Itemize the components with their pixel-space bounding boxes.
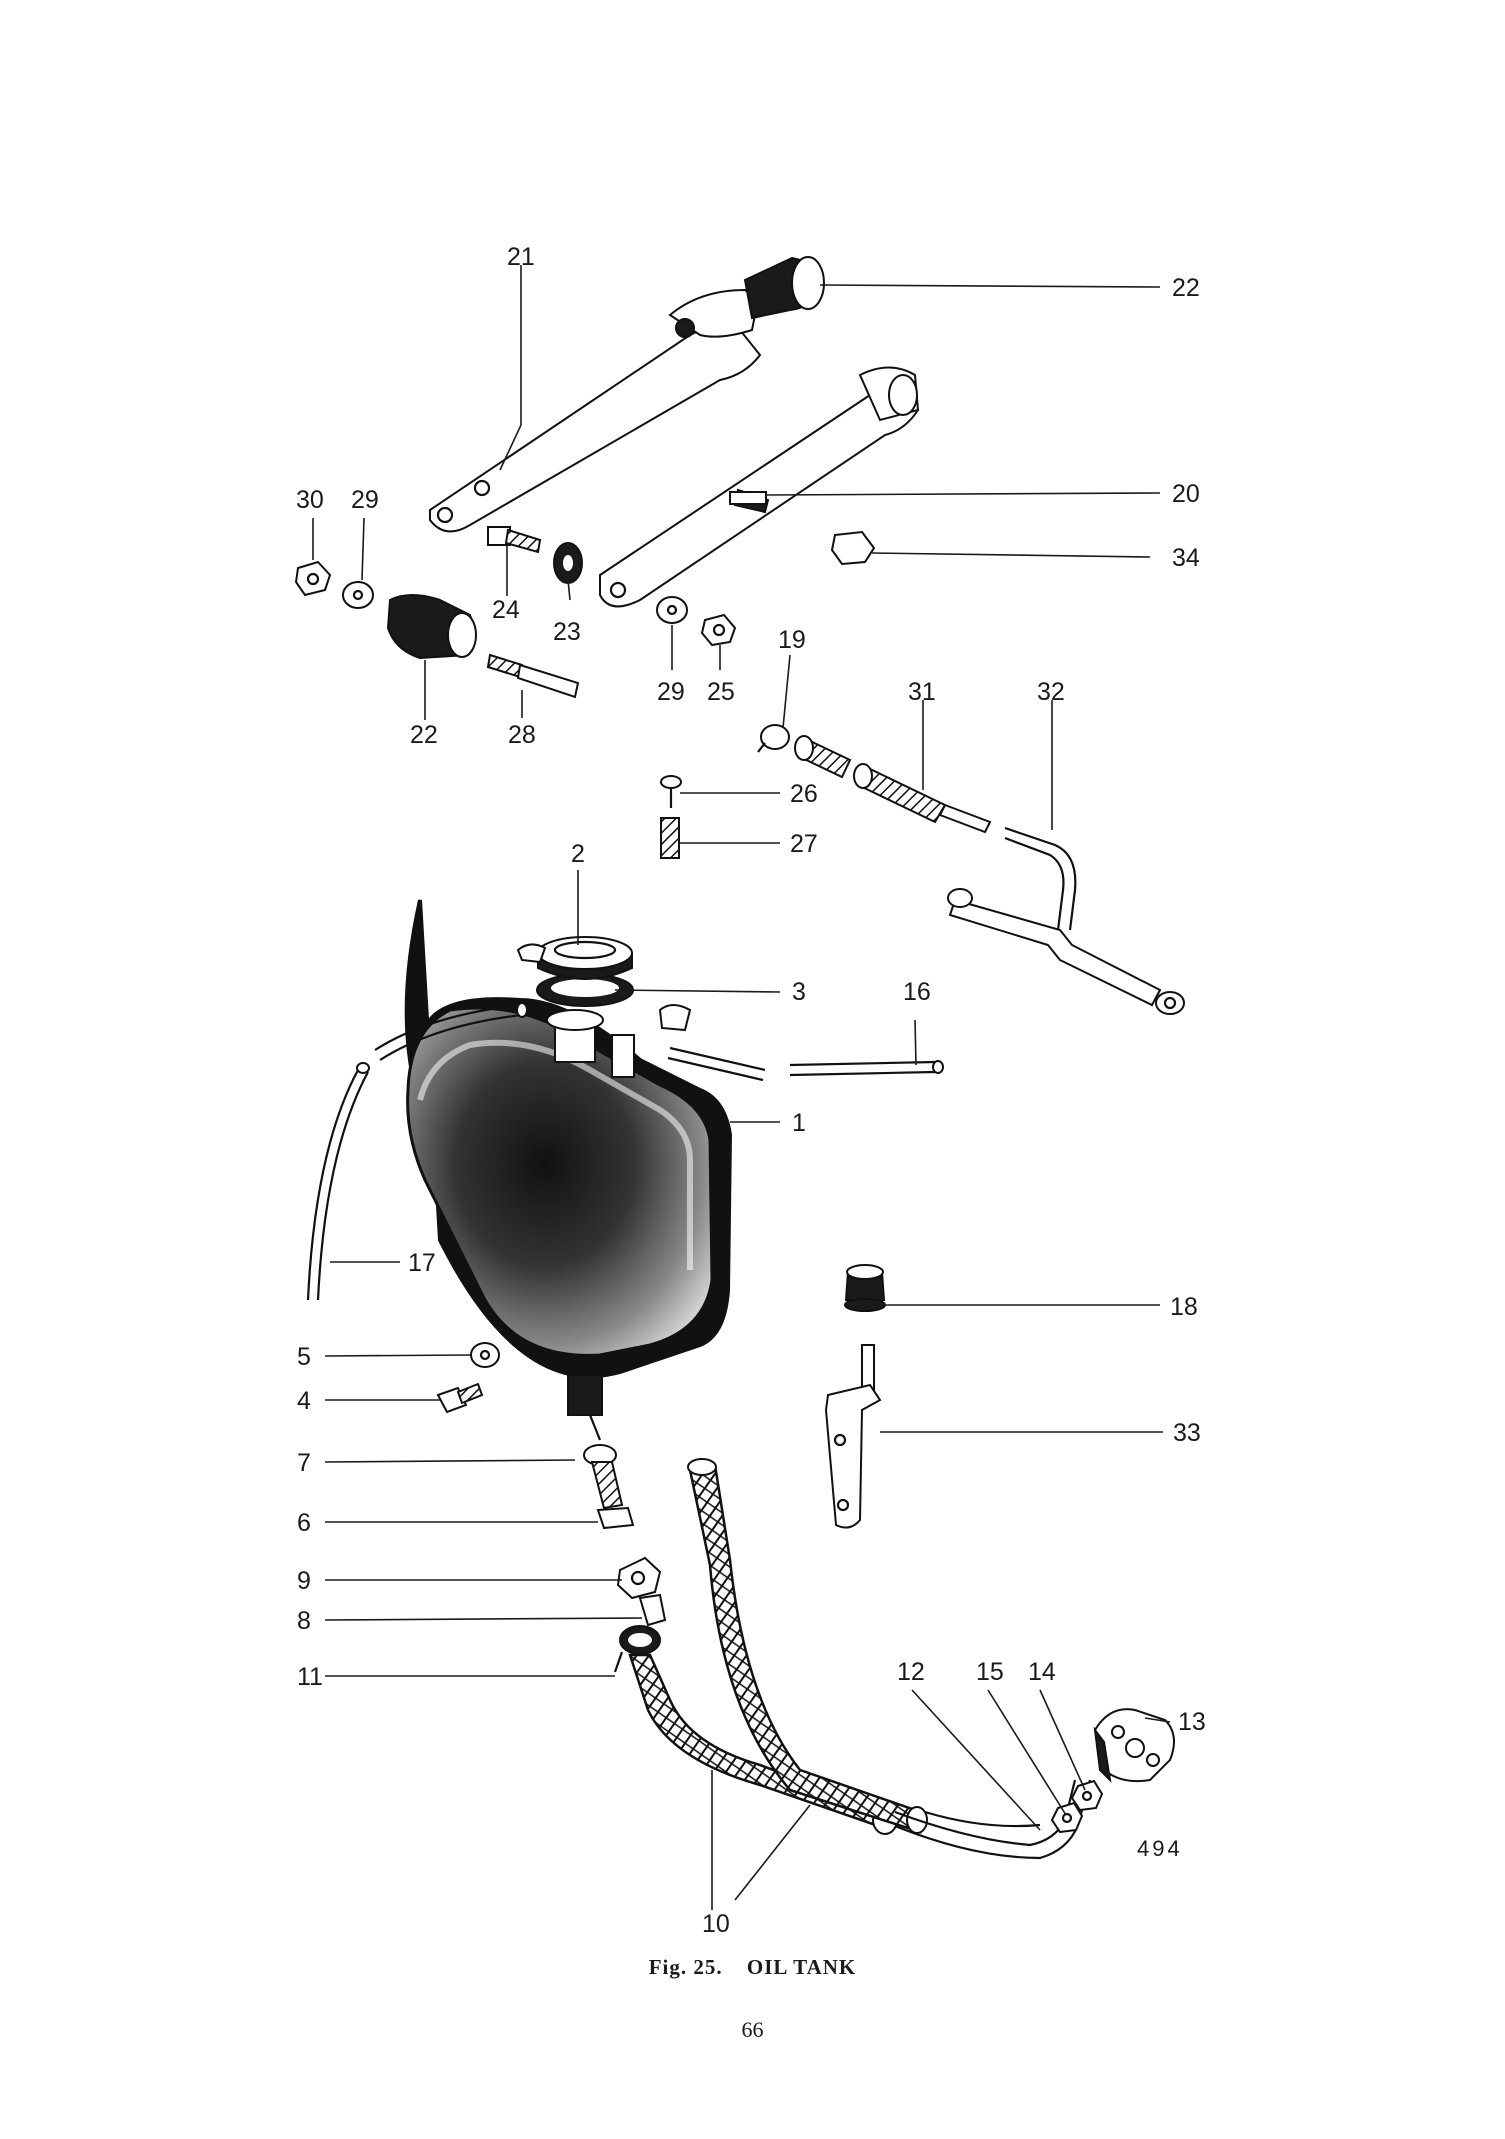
callout-18: 18 xyxy=(1170,1293,1198,1321)
callout-25: 25 xyxy=(707,678,735,706)
washer-29-left xyxy=(342,581,374,609)
vent-pipe-16 xyxy=(667,1046,944,1082)
figure-number: Fig. 25. xyxy=(648,1955,723,1979)
callout-33: 33 xyxy=(1173,1419,1201,1447)
washer-29-right xyxy=(656,596,688,624)
grommet-18 xyxy=(844,1264,886,1312)
spring-27 xyxy=(660,817,680,859)
plate-code: 494 xyxy=(1137,1836,1183,1861)
screw-26 xyxy=(660,775,682,808)
upper-mounting-arm xyxy=(429,288,762,533)
callout-21: 21 xyxy=(507,243,535,271)
callout-11: 11 xyxy=(297,1663,323,1691)
figure-title: OIL TANK xyxy=(746,1955,857,1979)
breather-hose-31 xyxy=(794,735,992,834)
callout-15: 15 xyxy=(976,1658,1004,1686)
callout-4: 4 xyxy=(297,1387,311,1415)
return-pipe-upper xyxy=(374,1002,528,1061)
callout-34: 34 xyxy=(1172,544,1200,572)
callout-29-left: 29 xyxy=(351,486,379,514)
washer-23 xyxy=(553,542,583,584)
callout-14: 14 xyxy=(1028,1658,1056,1686)
callout-24: 24 xyxy=(492,596,520,624)
callout-32: 32 xyxy=(1037,678,1065,706)
callout-26: 26 xyxy=(790,780,818,808)
pump-flange-13 xyxy=(1093,1708,1175,1783)
nut-25 xyxy=(700,613,737,647)
nut-34 xyxy=(830,530,876,566)
union-nut-9 xyxy=(616,1556,662,1600)
callout-30: 30 xyxy=(296,486,324,514)
callout-29-right: 29 xyxy=(657,678,685,706)
washer-5 xyxy=(470,1342,500,1368)
callout-17: 17 xyxy=(408,1249,436,1277)
rubber-bush-upper xyxy=(743,256,825,320)
page-number: 66 xyxy=(741,2017,764,2042)
olive-8 xyxy=(638,1593,667,1627)
stud-20 xyxy=(729,491,767,505)
callout-31: 31 xyxy=(908,678,936,706)
figure-caption: Fig. 25. OIL TANK xyxy=(0,1955,1505,1980)
callout-13: 13 xyxy=(1178,1708,1206,1736)
callout-7: 7 xyxy=(297,1449,311,1477)
rubber-bush-22-lower xyxy=(386,594,477,660)
filler-cap-2 xyxy=(516,936,633,980)
bolt-24 xyxy=(487,526,542,554)
clip-19 xyxy=(757,724,790,753)
callout-8: 8 xyxy=(297,1607,311,1635)
outlet-union-7 xyxy=(567,1374,603,1441)
tank-filler-neck xyxy=(546,1004,692,1078)
callout-labels: 21 22 20 34 30 29 24 23 22 28 29 25 19 3… xyxy=(296,243,1206,1938)
callout-10: 10 xyxy=(702,1910,730,1938)
callout-19: 19 xyxy=(778,626,806,654)
callout-28: 28 xyxy=(508,721,536,749)
breather-pipe-32 xyxy=(947,826,1185,1015)
callout-16: 16 xyxy=(903,978,931,1006)
leader-lines xyxy=(312,265,1171,1910)
drain-pipe-17 xyxy=(306,1062,370,1301)
callout-9: 9 xyxy=(297,1567,311,1595)
callout-22-top: 22 xyxy=(1172,274,1200,302)
filter-6 xyxy=(583,1444,635,1530)
callout-27: 27 xyxy=(790,830,818,858)
nut-14 xyxy=(1070,1779,1104,1812)
callout-2: 2 xyxy=(571,840,585,868)
bolt-4 xyxy=(436,1382,484,1414)
nut-30 xyxy=(294,560,332,597)
oil-tank xyxy=(404,899,733,1379)
callout-23: 23 xyxy=(553,618,581,646)
oil-hose-return-10 xyxy=(687,1458,928,1834)
callout-6: 6 xyxy=(297,1509,311,1537)
callout-5: 5 xyxy=(297,1343,311,1371)
callout-12: 12 xyxy=(897,1658,925,1686)
callout-1: 1 xyxy=(792,1109,806,1137)
bracket-33 xyxy=(824,1344,882,1529)
stud-28 xyxy=(486,653,580,699)
callout-3: 3 xyxy=(792,978,806,1006)
nut-15 xyxy=(1050,1801,1084,1834)
callout-22-bottom: 22 xyxy=(410,721,438,749)
callout-20: 20 xyxy=(1172,480,1200,508)
